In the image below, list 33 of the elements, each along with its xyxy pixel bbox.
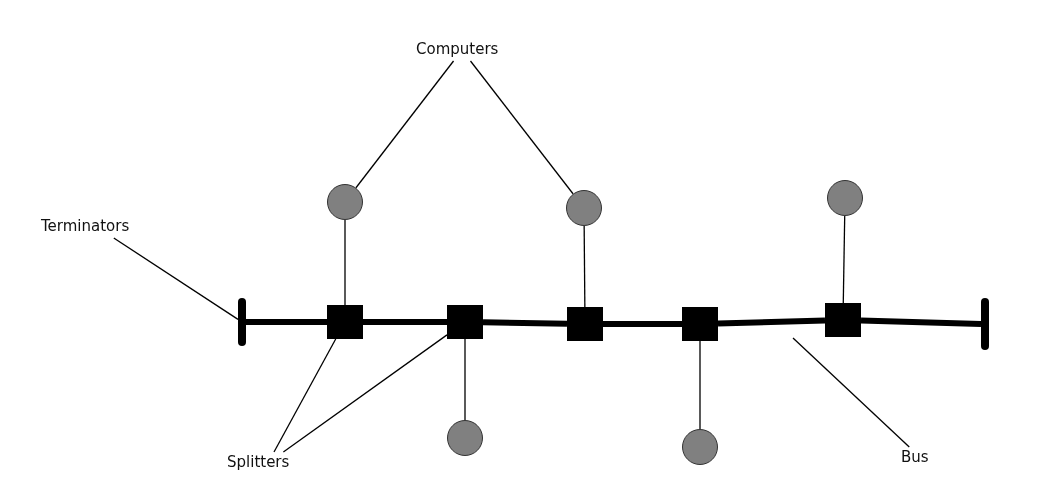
leader-line [469,60,574,195]
drop-cable [464,338,466,421]
leader-line [282,334,448,453]
bus-cable [860,317,982,327]
callout-label: Computers [416,39,508,61]
splitter-box [825,303,861,337]
bus-cable [363,319,447,325]
callout-label: Bus [901,447,941,469]
callout-label: Terminators [41,216,153,238]
computer-circle [447,420,483,456]
leader-line [355,60,455,189]
computer-circle [566,190,602,226]
leader-line [113,237,239,321]
terminator-bar [238,298,246,346]
callout-label: Splitters [227,452,309,474]
leader-line [792,337,910,448]
bus-cable [717,317,826,327]
splitter-box [327,305,363,339]
drop-cable [699,340,701,430]
leader-line [273,338,337,453]
splitter-box [447,305,483,339]
computer-circle [682,429,718,465]
splitter-box [567,307,603,341]
bus-cable [246,319,327,325]
computer-circle [827,180,863,216]
splitter-box [682,307,718,341]
drop-cable [842,215,846,304]
terminator-bar [981,298,989,350]
bus-cable [482,319,568,327]
drop-cable [344,219,346,306]
drop-cable [583,225,586,308]
computer-circle [327,184,363,220]
bus-cable [603,321,682,327]
